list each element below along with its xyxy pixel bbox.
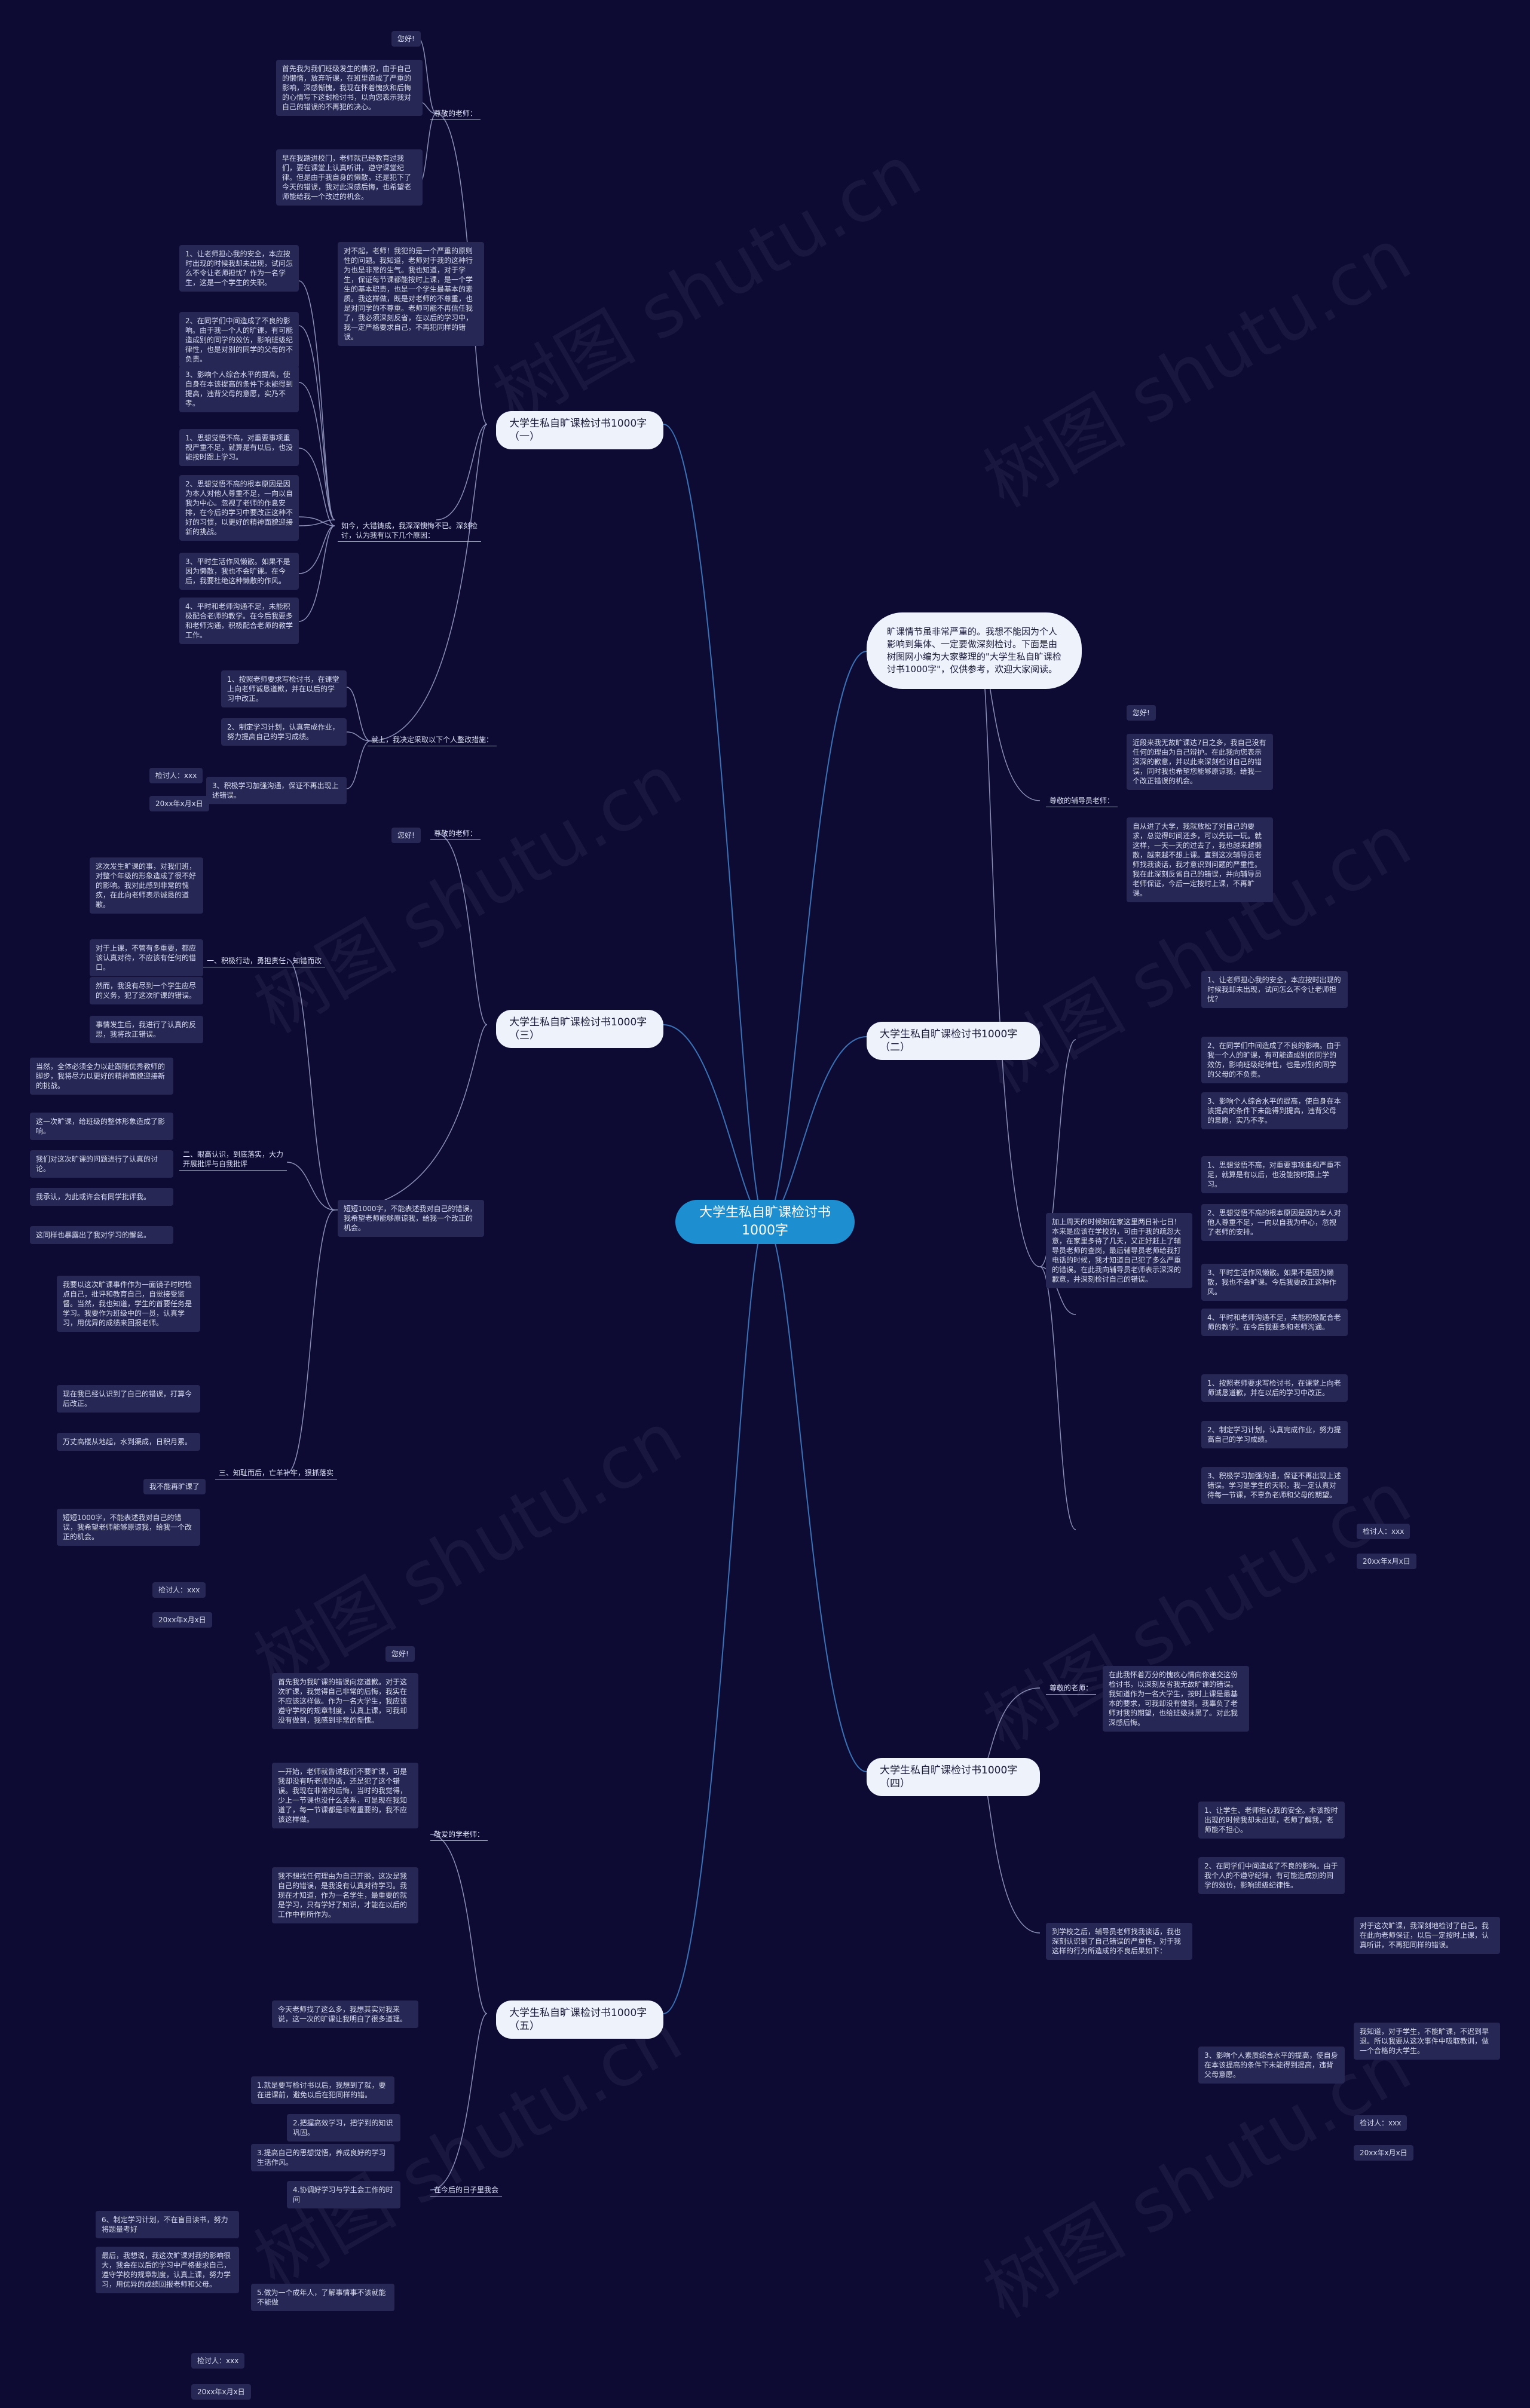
b2-text-2: 自从进了大学，我就放松了对自己的要求，总觉得时间还多，可以先玩一玩。就这样，一天… — [1127, 817, 1273, 902]
b3-s2-item-1: 当然，全体必须全力以赴跟随优秀教师的脚步，我将尽力以更好的精神面貌迎接新的挑战。 — [30, 1058, 173, 1095]
b5-note-1: 6、制定学习计划，不在盲目读书，努力将题量考好 — [96, 2211, 239, 2238]
b5-plan-1: 1.就是要写检讨书以后，我想到了就，要在进课前，避免以后在犯同样的错。 — [251, 2076, 394, 2104]
b4-date: 20xx年x月x日 — [1354, 2145, 1413, 2161]
b3-s3-item-3: 万丈高楼从地起，水到渠成，日积月累。 — [57, 1433, 200, 1451]
b1-greeting: 您好! — [391, 31, 421, 47]
b4-consequence-intro: 到学校之后，辅导员老师找我谈话，我也深刻认识到了自己错误的严重性，对于我这样的行… — [1046, 1923, 1192, 1960]
b2-cause-4: 4、平时和老师沟通不足，未能积极配合老师的教学。在今后我要多和老师沟通。 — [1201, 1309, 1348, 1336]
b4-reflection-2: 我知道，对于学生，不能旷课，不迟到早退。所以我要从这次事件中吸取教训，做一个合格… — [1354, 2023, 1500, 2060]
b5-text-3: 我不想找任何理由为自己开脱，这次是我自己的错误，是我没有认真对待学习。我现在才知… — [272, 1867, 418, 1923]
branch-4-title[interactable]: 大学生私自旷课检讨书1000字（四） — [867, 1758, 1040, 1796]
intro-summary[interactable]: 旷课情节虽非常严重的。我想不能因为个人影响到集体、一定要做深刻检讨。下面是由树图… — [867, 612, 1082, 689]
b4-consequence-2: 2、在同学们中间造成了不良的影响。由于我个人的不遵守纪律，有可能造成别的同学的效… — [1198, 1857, 1345, 1894]
b3-section-3[interactable]: 三、知耻而后，亡羊补牢，狠抓落实 — [215, 1467, 338, 1479]
b2-greeting: 您好! — [1127, 705, 1156, 721]
b1-reason-3: 3、影响个人综合水平的提高，使自身在本该提高的条件下未能得到提高，违背父母的意愿… — [179, 366, 299, 412]
b5-note-2: 最后，我想说，我这次旷课对我的影响很大，我会在以后的学习中严格要求自己，遵守学校… — [96, 2247, 239, 2293]
b5-plan-3: 3.提高自己的思想觉悟，养成良好的学习生活作风。 — [251, 2144, 394, 2171]
b3-s2-item-4: 我承认，为此或许会有同学批评我。 — [30, 1188, 173, 1206]
b5-checker: 检讨人：xxx — [191, 2353, 245, 2369]
b4-text-1: 在此我怀着万分的愧疚心情向你递交这份检讨书，以深刻反省我无故旷课的错误。我知道作… — [1103, 1666, 1249, 1732]
b2-measure-3: 3、积极学习加强沟通，保证不再出现上述错误。学习是学生的天职，我一定认真对待每一… — [1201, 1467, 1348, 1504]
root-topic[interactable]: 大学生私自旷课检讨书1000字 — [675, 1200, 855, 1244]
b5-greeting: 您好! — [385, 1646, 415, 1662]
b1-text-2: 早在我踏进校门，老师就已经教育过我们，要在课堂上认真听讲，遵守课堂纪律。但是由于… — [276, 149, 423, 206]
b3-s3-item-4: 我不能再旷课了 — [143, 1479, 206, 1494]
b3-s3-item-2: 现在我已经认识到了自己的错误，打算今后改正。 — [57, 1385, 200, 1413]
b1-date: 20xx年x月x日 — [149, 796, 209, 811]
b1-reason-2: 2、在同学们中间造成了不良的影响。由于我一个人的旷课，有可能造成别的同学的效仿，… — [179, 312, 299, 368]
b2-date: 20xx年x月x日 — [1357, 1554, 1416, 1569]
b5-teacher[interactable]: 敬爱的学老师： — [430, 1828, 488, 1841]
b1-measures-intro[interactable]: 就上，我决定采取以下个人整改措施： — [368, 734, 497, 746]
b3-s2-item-5: 这同样也暴露出了我对学习的懈怠。 — [30, 1226, 173, 1244]
b3-s1-item-4: 事情发生后，我进行了认真的反思，我将改正错误。 — [90, 1016, 203, 1043]
b5-plan-5: 5.做为一个成年人，了解事情事不该就能不能做 — [251, 2284, 394, 2311]
branch-1-title[interactable]: 大学生私自旷课检讨书1000字（一） — [496, 411, 663, 449]
b3-date: 20xx年x月x日 — [152, 1612, 212, 1628]
b1-paragraph-1: 对不起，老师！我犯的是一个严重的原则性的问题。我知道，老师对于我的这种行为也是非… — [338, 242, 484, 346]
b1-teacher[interactable]: 尊敬的老师： — [430, 108, 481, 120]
b1-text-1: 首先我为我们班级发生的情况，由于自己的懒惰，放弃听课，在班里造成了严重的影响，深… — [276, 60, 423, 116]
b2-checker: 检讨人：xxx — [1357, 1524, 1410, 1539]
b2-text-1: 近段来我无故旷课达7日之多，我自己没有任何的理由为自己辩护。在此我向您表示深深的… — [1127, 734, 1273, 790]
b3-s2-item-2: 这一次旷课，给班级的整体形象造成了影响。 — [30, 1113, 173, 1140]
b1-reason-1: 1、让老师担心我的安全，本应按时出现的时候我却未出现，试问怎么不令让老师担忧？作… — [179, 245, 299, 292]
b3-s3-item-1: 我要以这次旷课事件作为一面镜子时时检点自己，批评和教育自己，自觉接受监督。当然，… — [57, 1276, 200, 1332]
b5-plan-2: 2.把握高效学习，把学到的知识巩固。 — [287, 2114, 400, 2142]
b3-section-2[interactable]: 二、眼高认识，到底落实，大力开展批评与自我批评 — [179, 1148, 287, 1171]
b5-section-1[interactable]: 在今后的日子里我会 — [430, 2184, 503, 2196]
b1-cause-3: 3、平时生活作风懒散。如果不是因为懒散，我也不会旷课。在今后，我要杜绝这种懒散的… — [179, 553, 299, 590]
b1-cause-intro[interactable]: 如今，大错铸成，我深深懊悔不已。深刻检讨，认为我有以下几个原因： — [338, 520, 481, 542]
b2-teacher[interactable]: 尊敬的辅导员老师： — [1046, 795, 1118, 807]
b1-measure-2: 2、制定学习计划，认真完成作业，努力提高自己的学习成绩。 — [221, 718, 347, 746]
b2-reason-1: 1、让老师担心我的安全，本应按时出现的时候我却未出现，试问怎么不令让老师担忧？ — [1201, 971, 1348, 1008]
b1-checker: 检讨人：xxx — [149, 768, 203, 783]
b3-teacher[interactable]: 尊敬的老师： — [430, 828, 481, 840]
b1-cause-4: 4、平时和老师沟通不足，未能积极配合老师的教学。在今后我要多和老师沟通，积极配合… — [179, 598, 299, 644]
b2-reason-2: 2、在同学们中间造成了不良的影响。由于我一个人的旷课，有可能造成别的同学的效仿，… — [1201, 1037, 1348, 1083]
b2-measure-2: 2、制定学习计划，认真完成作业，努力提高自己的学习成绩。 — [1201, 1421, 1348, 1448]
branch-3-title[interactable]: 大学生私自旷课检讨书1000字（三） — [496, 1010, 663, 1048]
b2-measure-1: 1、按照老师要求写检讨书，在课堂上向老师诚恳道歉，并在以后的学习中改正。 — [1201, 1374, 1348, 1402]
b3-s1-item-3: 然而，我没有尽到一个学生应尽的义务，犯了这次旷课的错误。 — [90, 977, 203, 1004]
b4-checker: 检讨人：xxx — [1354, 2115, 1407, 2131]
b5-text-2: 一开始，老师就告诫我们不要旷课，可是我却没有听老师的话，还是犯了这个错误。我现在… — [272, 1763, 418, 1828]
b5-plan-4: 4.协调好学习与学生会工作的时间 — [287, 2181, 400, 2208]
b3-s1-item-2: 对于上课，不管有多重要，都应该认真对待，不应该有任何的借口。 — [90, 939, 203, 976]
b5-text-4: 今天老师找了这么多，我想其实对我来说，这一次的旷课让我明白了很多道理。 — [272, 2000, 418, 2028]
b4-reflection-1: 对于这次旷课，我深刻地检讨了自己。我在此向老师保证，以后一定按时上课，认真听讲，… — [1354, 1917, 1500, 1954]
b3-section-main: 短短1000字，不能表述我对自己的错误，我希望老师能够原谅我，给我一个改正的机会… — [338, 1200, 484, 1237]
b1-cause-2: 2、思想觉悟不高的根本原因是因为本人对他人尊重不足，一向以自我为中心。忽视了老师… — [179, 475, 299, 541]
b4-teacher[interactable]: 尊敬的老师： — [1046, 1682, 1097, 1695]
b2-cause-2: 2、思想觉悟不高的根本原因是因为本人对他人尊重不足，一向以自我为中心，忽视了老师… — [1201, 1204, 1348, 1241]
b1-measure-3: 3、积极学习加强沟通，保证不再出现上述错误。 — [206, 777, 347, 804]
b1-cause-1: 1、思想觉悟不高，对重要事项重视严重不足，就算是有以后，也没能按时跟上学习。 — [179, 429, 299, 466]
b3-s1-item-1: 这次发生旷课的事，对我们班，对整个年级的形象造成了很不好的影响。我对此感到非常的… — [90, 857, 203, 914]
b2-cause-1: 1、思想觉悟不高，对重要事项重视严重不足，就算是有以后，也没能按时跟上学习。 — [1201, 1156, 1348, 1193]
b4-consequence-3: 3、影响个人素质综合水平的提高，使自身在本该提高的条件下未能得到提高，违背父母意… — [1198, 2047, 1345, 2084]
b3-checker: 检讨人：xxx — [152, 1582, 206, 1598]
b3-section-1[interactable]: 一、积极行动，勇担责任，知错而改 — [203, 955, 326, 967]
b2-reason-3: 3、影响个人综合水平的提高，使自身在本该提高的条件下未能得到提高，违背父母的意愿… — [1201, 1092, 1348, 1129]
branch-5-title[interactable]: 大学生私自旷课检讨书1000字（五） — [496, 2000, 663, 2039]
b3-greeting: 您好! — [391, 828, 421, 843]
b5-text-1: 首先我为我旷课的错误向您道歉。对于这次旷课，我觉得自己非常的后悔，我实在不应该这… — [272, 1673, 418, 1729]
b1-measure-1: 1、按照老师要求写检讨书，在课堂上向老师诚恳道歉，并在以后的学习中改正。 — [221, 670, 347, 707]
b4-consequence-1: 1、让学生、老师担心我的安全。本该按时出现的时候我却未出现，老师了解我，老师能不… — [1198, 1802, 1345, 1839]
branch-2-title[interactable]: 大学生私自旷课检讨书1000字（二） — [867, 1022, 1040, 1060]
b2-cause-3: 3、平时生活作风懒散。如果不是因为懒散，我也不会旷课。今后我要改正这种作风。 — [1201, 1264, 1348, 1301]
b3-s2-item-3: 我们对这次旷课的问题进行了认真的讨论。 — [30, 1150, 173, 1178]
b3-s3-item-5: 短短1000字，不能表述我对自己的错误，我希望老师能够原谅我，给我一个改正的机会… — [57, 1509, 200, 1546]
b2-paragraph-1: 加上周天的时候知在家这里两日补七日！本来是应该在学校的，可由于我的疏忽大意，在家… — [1046, 1213, 1192, 1288]
b5-date: 20xx年x月x日 — [191, 2384, 251, 2400]
